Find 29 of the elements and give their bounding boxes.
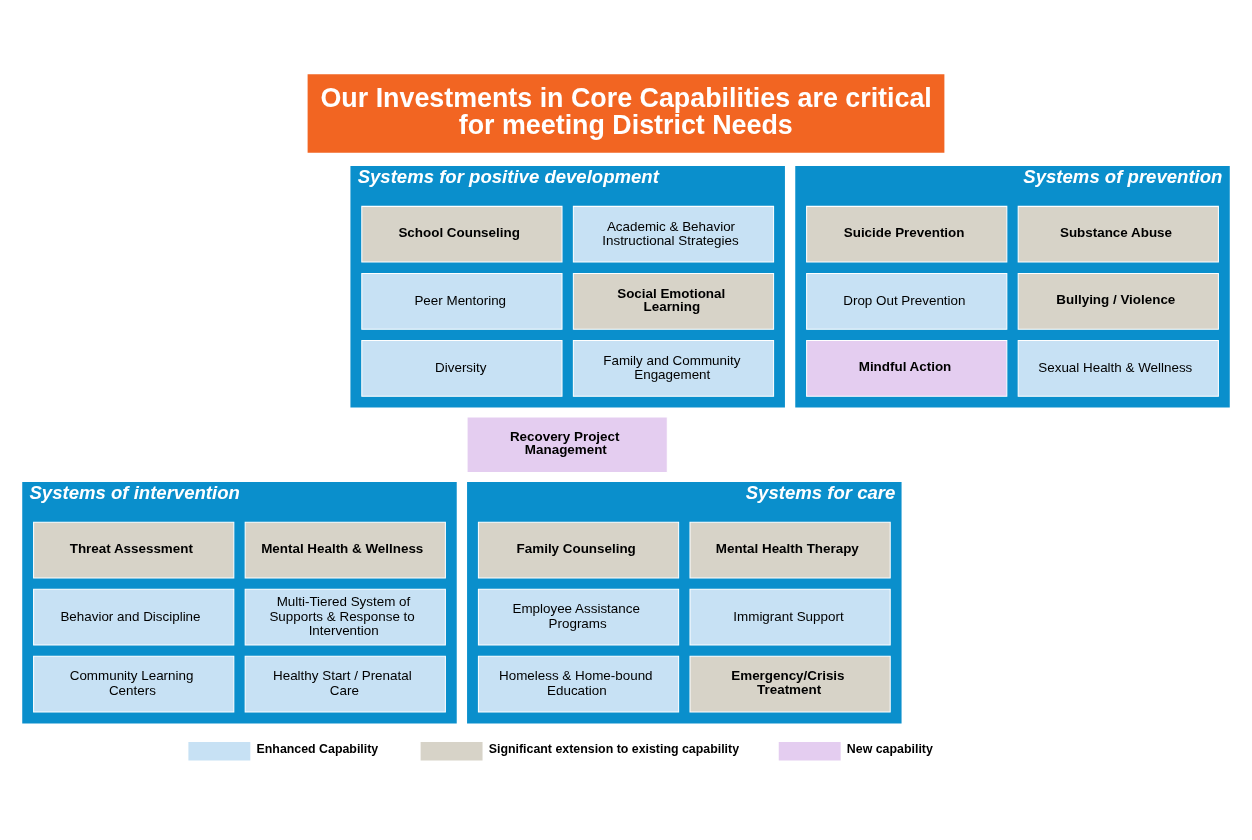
node-box: Social Emotional Learning	[572, 272, 775, 330]
node-box: Substance Abuse	[1017, 205, 1219, 263]
legend-label: New capability	[846, 742, 933, 757]
node-box: Mental Health Therapy	[689, 521, 891, 579]
node-box: Peer Mentoring	[361, 272, 563, 330]
node-box: Community Learning Centers	[33, 655, 235, 713]
node-box: Recovery Project Management	[466, 416, 668, 474]
node-box: Suicide Prevention	[806, 205, 1008, 263]
node-box: Mindful Action	[806, 340, 1008, 397]
node-box: Employee Assistance Programs	[477, 588, 680, 646]
node-box: Healthy Start / Prenatal Care	[244, 655, 446, 713]
node-box: Mental Health & Wellness	[244, 521, 446, 579]
legend-label: Enhanced Capability	[256, 742, 379, 757]
node-box: Family Counseling	[477, 521, 680, 579]
node-box: Threat Assessment	[33, 521, 235, 579]
diagram-title: Our Investments in Core Capabilities are critical for meeting District Needs	[320, 83, 932, 140]
node-box: Bullying / Violence	[1017, 272, 1219, 330]
node-box: Diversity	[361, 340, 563, 397]
node-box: Family and Community Engagement	[572, 340, 775, 397]
node-box: Emergency/Crisis Treatment	[689, 655, 891, 713]
node-box: Academic & Behavior Instructional Strategies	[572, 205, 775, 263]
node-box: Homeless & Home-bound Education	[477, 655, 680, 713]
legend-label: Significant extension to existing capability	[488, 742, 740, 757]
node-box: Behavior and Discipline	[33, 588, 235, 646]
node-box: Immigrant Support	[689, 588, 891, 646]
node-box: Sexual Health & Wellness	[1017, 340, 1219, 397]
node-box: School Counseling	[361, 205, 563, 263]
node-box: Multi-Tiered System of Supports & Response to Intervention	[244, 588, 446, 646]
node-box: Drop Out Prevention	[806, 272, 1008, 330]
